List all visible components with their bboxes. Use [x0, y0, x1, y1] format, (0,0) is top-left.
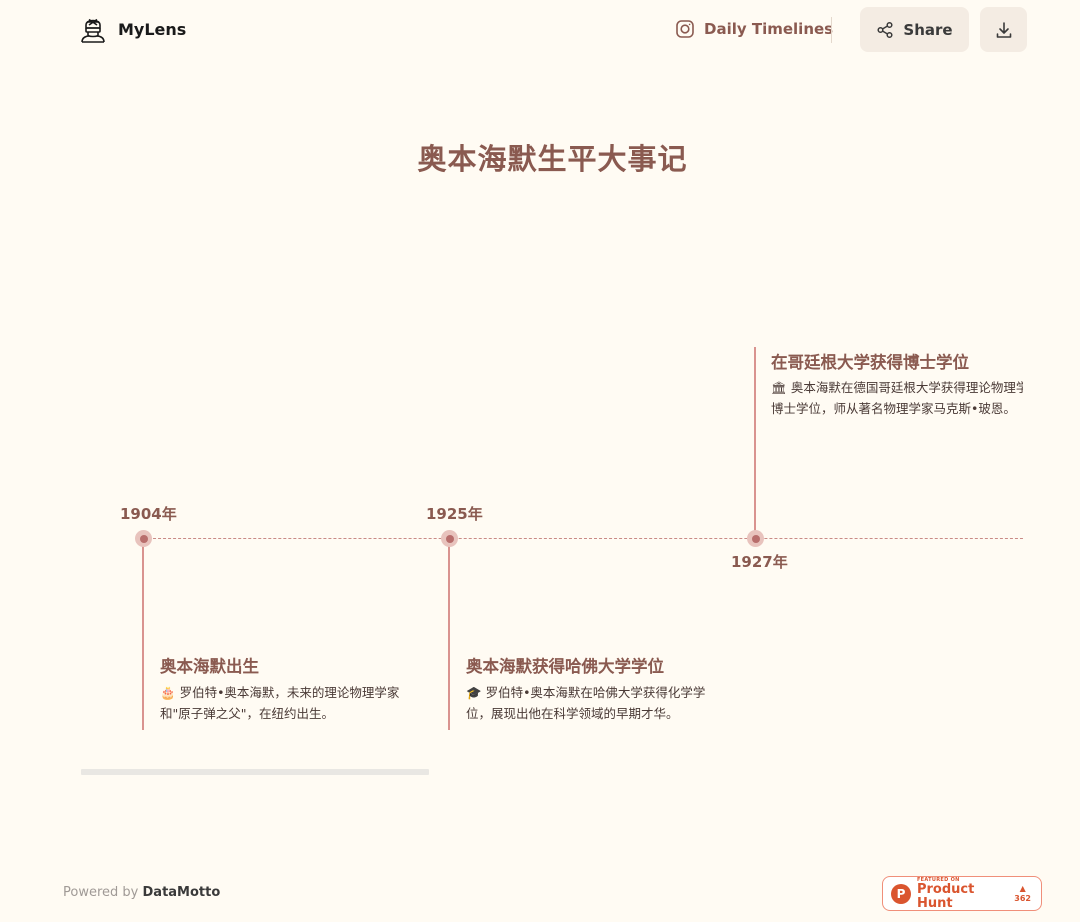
product-hunt-votes: ▲ 362: [1014, 884, 1031, 903]
classical-building-icon: 🏛: [771, 380, 787, 395]
event-year: 1925年: [426, 505, 483, 523]
event-dot[interactable]: [135, 530, 152, 547]
share-button[interactable]: Share: [860, 7, 969, 52]
page-title: 奥本海默生平大事记: [417, 142, 688, 176]
upvote-arrow-icon: ▲: [1019, 884, 1026, 893]
instagram-icon: [676, 20, 694, 38]
event-year: 1904年: [120, 505, 177, 523]
product-hunt-text: FEATURED ON Product Hunt: [917, 877, 1014, 911]
product-hunt-badge[interactable]: P FEATURED ON Product Hunt ▲ 362: [882, 876, 1042, 911]
graduation-cap-icon: 🎓: [466, 685, 482, 700]
event-description: 🎓 罗伯特•奥本海默在哈佛大学获得化学学位，展现出他在科学领域的早期才华。: [466, 682, 724, 724]
mylens-logo-icon: [81, 18, 105, 43]
powered-by-brand: DataMotto: [142, 885, 221, 900]
event-title: 奥本海默获得哈佛大学学位: [466, 657, 664, 676]
share-icon: [877, 21, 893, 38]
timeline-scrollbar[interactable]: [81, 769, 429, 775]
birthday-cake-icon: 🎂: [160, 685, 176, 700]
event-description-text: 奥本海默在德国哥廷根大学获得理论物理学博士学位，师从著名物理学家马克斯•玻恩。: [771, 380, 1023, 416]
event-year: 1927年: [731, 553, 788, 571]
daily-timelines-link[interactable]: Daily Timelines: [675, 19, 833, 39]
event-description: 🏛 奥本海默在德国哥廷根大学获得理论物理学博士学位，师从著名物理学家马克斯•玻恩…: [771, 377, 1023, 419]
event-dot[interactable]: [747, 530, 764, 547]
powered-by-prefix: Powered by: [63, 885, 139, 900]
product-hunt-name: Product Hunt: [916, 881, 975, 911]
event-description-text: 罗伯特•奥本海默在哈佛大学获得化学学位，展现出他在科学领域的早期才华。: [466, 685, 706, 721]
product-hunt-vote-count: 362: [1014, 894, 1031, 903]
event-description: 🎂 罗伯特•奥本海默，未来的理论物理学家和"原子弹之父"，在纽约出生。: [160, 682, 415, 724]
timeline-axis: [143, 538, 1023, 539]
event-connector: [754, 347, 756, 532]
timeline[interactable]: 1904年 奥本海默出生 🎂 罗伯特•奥本海默，未来的理论物理学家和"原子弹之父…: [80, 300, 1023, 770]
brand-name: MyLens: [118, 19, 187, 39]
event-connector: [448, 546, 450, 730]
product-hunt-featured: FEATURED ON: [916, 876, 960, 883]
header-divider: [831, 17, 832, 43]
event-connector: [142, 546, 144, 730]
product-hunt-logo-icon: P: [891, 883, 911, 904]
daily-timelines-label: Daily Timelines: [704, 20, 834, 38]
brand-logo[interactable]: MyLens: [78, 14, 186, 44]
download-icon: [996, 21, 1011, 38]
download-button[interactable]: [980, 7, 1027, 52]
share-label: Share: [903, 20, 953, 39]
event-title: 在哥廷根大学获得博士学位: [771, 353, 969, 372]
event-title: 奥本海默出生: [160, 657, 259, 676]
top-header: MyLens Daily Timelines Share: [0, 0, 1080, 60]
event-dot[interactable]: [441, 530, 458, 547]
event-description-text: 罗伯特•奥本海默，未来的理论物理学家和"原子弹之父"，在纽约出生。: [160, 685, 400, 721]
powered-by[interactable]: Powered by DataMotto: [63, 885, 220, 900]
